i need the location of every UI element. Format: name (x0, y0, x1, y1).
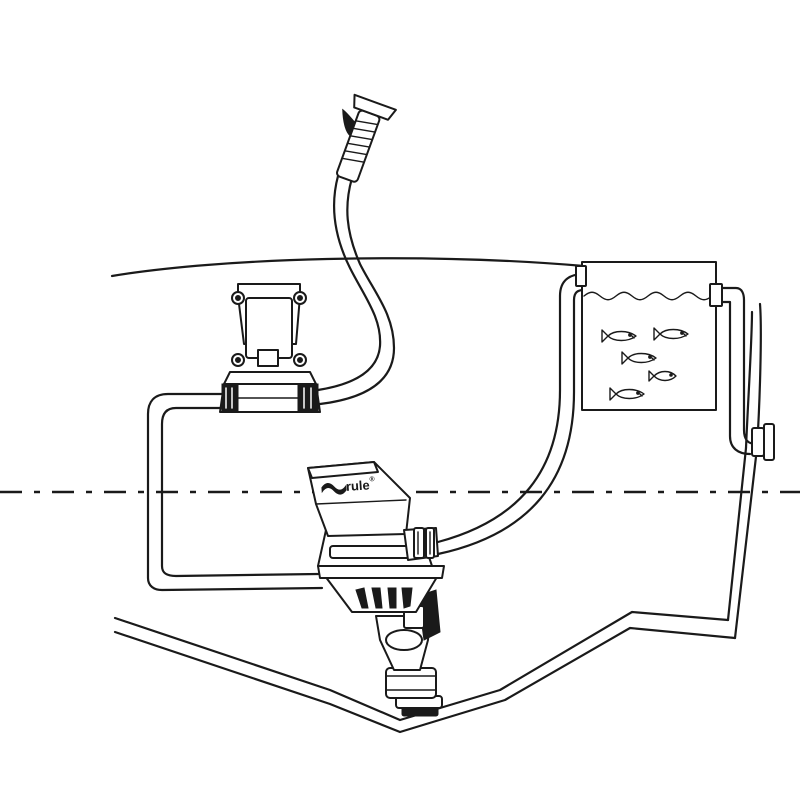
fish-icon (621, 351, 657, 365)
livewell-water-surface (583, 291, 713, 301)
fish-icon (653, 327, 689, 341)
overflow-hose (720, 286, 758, 456)
pump-brand-trademark: ® (369, 475, 376, 483)
manifold-loop-hose (146, 392, 324, 592)
fish-icon (648, 370, 677, 382)
fish-icons (601, 327, 689, 401)
pump-outlet-fitting (403, 527, 439, 561)
pump-brand-name: rule (345, 477, 370, 494)
aerator-pump (307, 461, 445, 579)
valve-manifold (219, 283, 321, 413)
spray-nozzle (336, 93, 397, 183)
thru-hull-fitting (375, 615, 443, 717)
livewell-tank (575, 261, 723, 411)
deck-line (110, 257, 586, 278)
spray-hose (316, 174, 396, 406)
brand-wave-icon (321, 483, 347, 495)
fish-icon (609, 387, 645, 401)
livewell-supply-hose (436, 272, 586, 556)
overflow-thru-hull (751, 423, 775, 461)
fish-icon (601, 329, 637, 343)
pump-brand-logo: rule ® (321, 475, 376, 495)
